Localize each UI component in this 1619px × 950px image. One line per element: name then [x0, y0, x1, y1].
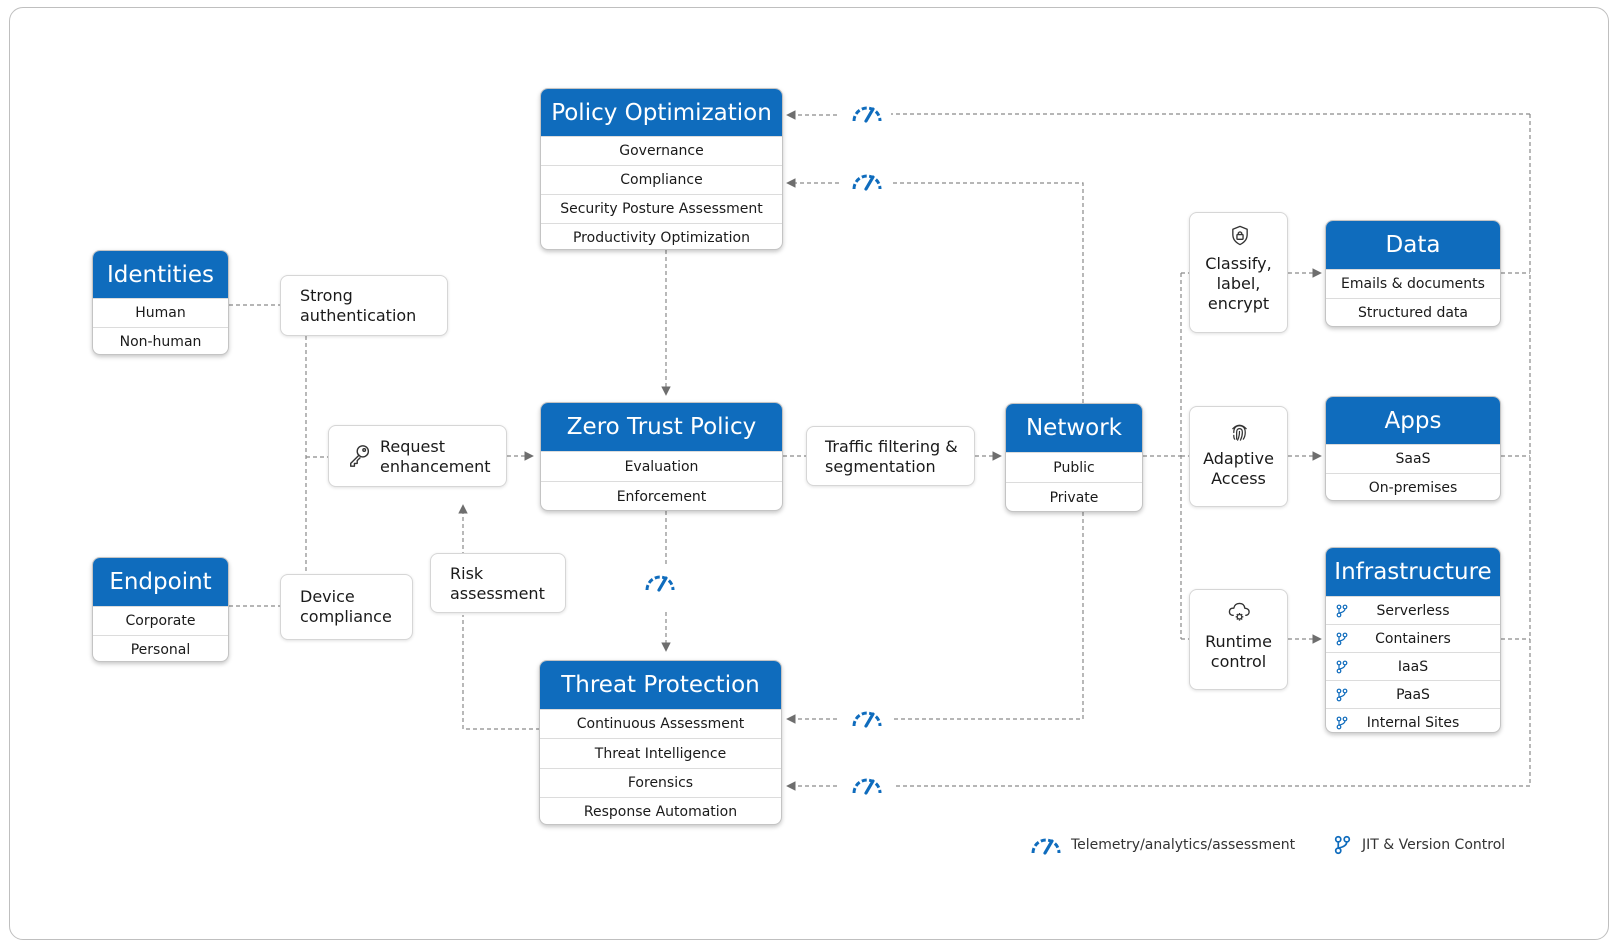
network-box: Network Public Private	[1005, 403, 1143, 512]
note-line: Strong	[300, 286, 353, 305]
threat-item: Response Automation	[540, 797, 781, 824]
endpoint-box: Endpoint Corporate Personal	[92, 557, 229, 662]
legend-jit-label: JIT & Version Control	[1362, 837, 1506, 853]
adaptive-access-note: Adaptive Access	[1189, 406, 1288, 507]
classify-note: Classify, label, encrypt	[1189, 212, 1288, 333]
data-item: Structured data	[1326, 298, 1500, 326]
apps-box: Apps SaaS On-premises	[1325, 396, 1501, 501]
runtime-control-note: Runtime control	[1189, 589, 1288, 690]
device-compliance-note: Device compliance	[280, 574, 413, 640]
infrastructure-item: Containers	[1326, 624, 1500, 652]
threat-item: Continuous Assessment	[540, 709, 781, 738]
endpoint-title: Endpoint	[93, 558, 228, 606]
note-line: Runtime	[1205, 631, 1272, 651]
line-network-up	[893, 182, 1084, 403]
zero-trust-policy-box: Zero Trust Policy Evaluation Enforcement	[540, 402, 783, 511]
network-item: Public	[1006, 452, 1142, 482]
policy-item: Security Posture Assessment	[541, 194, 782, 223]
infrastructure-label: Containers	[1375, 630, 1451, 647]
infrastructure-item: IaaS	[1326, 652, 1500, 680]
request-enhancement-note: Request enhancement	[328, 425, 507, 487]
identity-item: Human	[93, 298, 228, 327]
gauge-icon	[1031, 838, 1061, 855]
infrastructure-label: IaaS	[1397, 658, 1429, 675]
ztp-item: Enforcement	[541, 481, 782, 510]
endpoint-item: Corporate	[93, 606, 228, 635]
policy-optimization-title: Policy Optimization	[541, 89, 782, 136]
note-line: encrypt	[1207, 293, 1270, 313]
identities-box: Identities Human Non-human	[92, 250, 229, 355]
note-line: Request	[380, 437, 445, 456]
line-feedback-bottom	[893, 114, 1531, 787]
identities-title: Identities	[93, 251, 228, 298]
cloud-gear-icon	[1228, 602, 1250, 621]
note-line: label,	[1216, 273, 1261, 293]
apps-item: On-premises	[1326, 473, 1500, 500]
line-network-down	[892, 512, 1084, 720]
infrastructure-item: Serverless	[1326, 596, 1500, 624]
threat-item: Forensics	[540, 768, 781, 797]
branch-icon	[1336, 716, 1348, 729]
note-line: Device	[300, 587, 355, 606]
identity-item: Non-human	[93, 327, 228, 354]
ztp-item: Evaluation	[541, 451, 782, 481]
infrastructure-item: Internal Sites	[1326, 708, 1500, 732]
threat-protection-title: Threat Protection	[540, 661, 781, 709]
legend-telemetry-label: Telemetry/analytics/assessment	[1071, 837, 1296, 853]
data-title: Data	[1326, 221, 1500, 269]
apps-item: SaaS	[1326, 444, 1500, 473]
data-item: Emails & documents	[1326, 269, 1500, 298]
policy-item: Productivity Optimization	[541, 223, 782, 249]
fingerprint-icon	[1232, 424, 1247, 441]
line-threat-risk	[462, 615, 540, 730]
branch-icon	[1334, 835, 1351, 855]
network-item: Private	[1006, 482, 1142, 511]
threat-protection-box: Threat Protection Continuous Assessment …	[539, 660, 782, 825]
note-line: Risk	[450, 564, 484, 583]
risk-assessment-note: Risk assessment	[430, 553, 566, 613]
policy-item: Compliance	[541, 165, 782, 194]
note-line: enhancement	[380, 457, 491, 476]
policy-optimization-box: Policy Optimization Governance Complianc…	[540, 88, 783, 250]
infrastructure-label: Internal Sites	[1366, 714, 1460, 731]
data-box: Data Emails & documents Structured data	[1325, 220, 1501, 327]
gauge-icon	[852, 106, 882, 123]
traffic-filtering-note: Traffic filtering & segmentation	[806, 426, 975, 486]
note-line: segmentation	[825, 457, 936, 476]
note-line: authentication	[300, 306, 417, 325]
infrastructure-box: Infrastructure Serverless Containers Iaa…	[1325, 547, 1501, 733]
branch-icon	[1336, 688, 1348, 701]
branch-icon	[1336, 660, 1348, 673]
branch-icon	[1336, 632, 1348, 645]
branch-icon	[1336, 604, 1348, 617]
note-line: Access	[1211, 468, 1266, 488]
gauge-icon	[645, 575, 675, 592]
threat-item: Threat Intelligence	[540, 738, 781, 768]
apps-title: Apps	[1326, 397, 1500, 444]
note-line: control	[1210, 651, 1267, 671]
infrastructure-label: Serverless	[1376, 602, 1450, 619]
note-line: Classify,	[1205, 253, 1272, 273]
gauge-icon	[852, 174, 882, 191]
endpoint-item: Personal	[93, 635, 228, 661]
network-title: Network	[1006, 404, 1142, 452]
gauge-icon	[852, 711, 882, 728]
note-line: compliance	[300, 607, 392, 626]
note-line: assessment	[450, 584, 545, 603]
infrastructure-title: Infrastructure	[1326, 548, 1500, 596]
zero-trust-policy-title: Zero Trust Policy	[541, 403, 782, 451]
shield-lock-icon	[1232, 225, 1248, 246]
policy-item: Governance	[541, 136, 782, 165]
key-icon	[350, 445, 370, 467]
infrastructure-label: PaaS	[1396, 686, 1430, 703]
note-line: Traffic filtering &	[825, 437, 958, 456]
infrastructure-item: PaaS	[1326, 680, 1500, 708]
gauge-icon	[852, 778, 882, 795]
note-line: Adaptive	[1203, 448, 1274, 468]
strong-auth-note: Strong authentication	[280, 275, 448, 336]
